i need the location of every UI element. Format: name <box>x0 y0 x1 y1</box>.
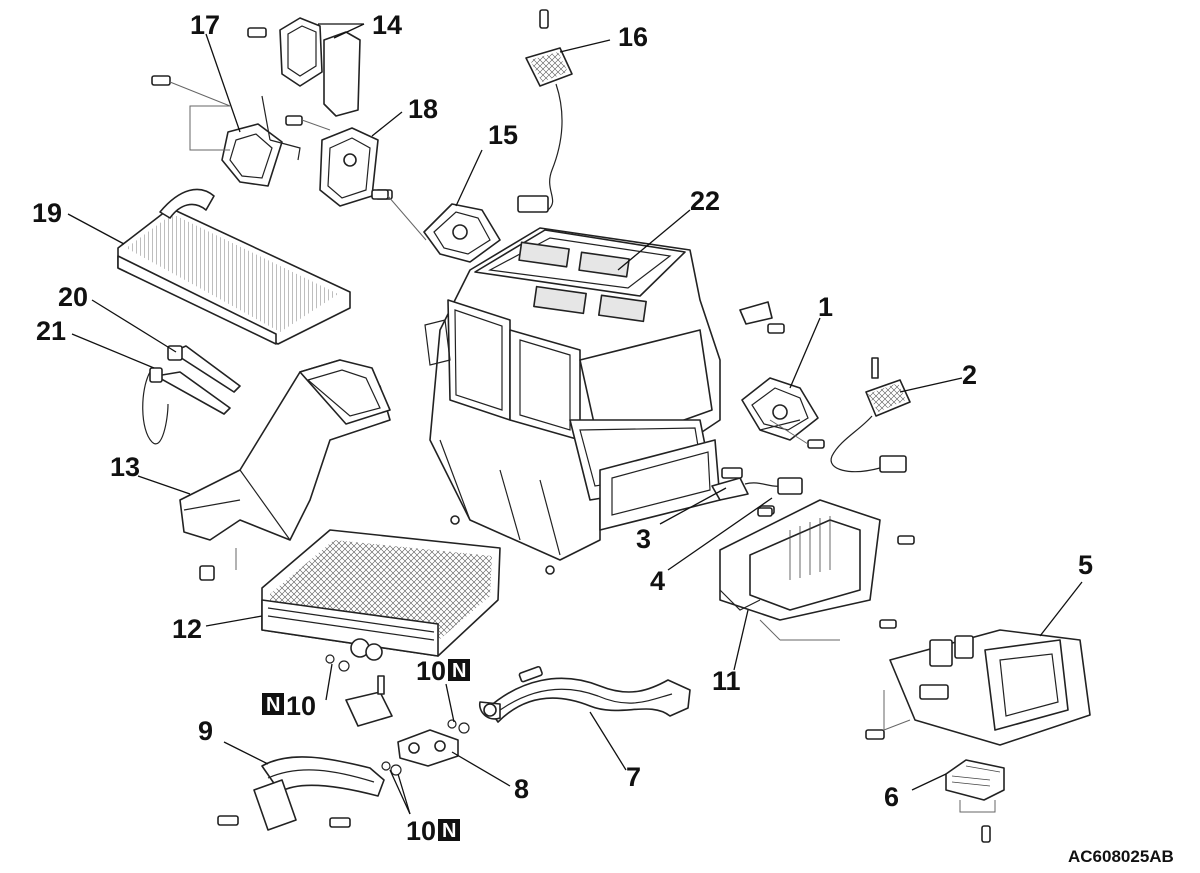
badge-letter: N <box>442 820 456 842</box>
part-3-bracket <box>711 467 749 501</box>
part-1-actuator <box>741 377 819 441</box>
callout-12: 12 <box>172 614 202 644</box>
part-7-suction-pipe <box>478 665 691 723</box>
part-8-expansion-valve <box>397 729 459 767</box>
callout-10-with-badge-c: 10 N <box>406 816 460 846</box>
small-bracket <box>739 301 785 334</box>
callout-13: 13 <box>110 452 140 482</box>
callout-14: 14 <box>372 10 402 40</box>
hvac-housing-unit <box>424 227 721 575</box>
part-2-sensor <box>830 357 911 473</box>
pipe-clamp <box>345 675 393 727</box>
callout-1: 1 <box>818 292 833 322</box>
part-13-air-duct <box>179 359 391 581</box>
part-9-liquid-pipe <box>217 756 385 831</box>
callout-5: 5 <box>1078 550 1093 580</box>
part-5-intake-case <box>865 629 1091 746</box>
screw-part-1 <box>769 419 825 449</box>
badge-letter: N <box>452 660 466 682</box>
part-6-resistor <box>945 759 1005 843</box>
callout-10: 10 <box>286 691 316 721</box>
callout-22: 22 <box>690 186 720 216</box>
new-part-badge <box>438 819 460 841</box>
callout-2: 2 <box>962 360 977 390</box>
part-14-actuator-bracket <box>247 17 361 117</box>
callout-21: 21 <box>36 316 66 346</box>
part-19-evaporator <box>117 188 351 345</box>
part-17-mode-actuator <box>151 75 301 187</box>
o-rings-10 <box>325 654 470 776</box>
part-18-air-mix-actuator <box>285 115 393 207</box>
callout-10-with-badge-b: 10 N <box>416 656 470 686</box>
callout-labels: 1 2 3 4 5 6 7 8 9 11 12 13 14 15 16 17 1… <box>32 10 1174 866</box>
diagram-reference-code: AC608025AB <box>1068 847 1174 866</box>
callout-18: 18 <box>408 94 438 124</box>
callout-19: 19 <box>32 198 62 228</box>
callout-4: 4 <box>650 566 665 596</box>
callout-8: 8 <box>514 774 529 804</box>
badge-letter: N <box>266 694 280 716</box>
callout-15: 15 <box>488 120 518 150</box>
callout-17: 17 <box>190 10 220 40</box>
callout-20: 20 <box>58 282 88 312</box>
callout-10: 10 <box>406 816 436 846</box>
new-part-badge <box>262 693 284 715</box>
leader-lines <box>67 23 1083 815</box>
part-12-heater-core <box>261 529 501 661</box>
callout-10: 10 <box>416 656 446 686</box>
callout-16: 16 <box>618 22 648 52</box>
part-16-sensor <box>517 9 573 213</box>
part-15-actuator <box>371 189 501 263</box>
callout-9: 9 <box>198 716 213 746</box>
callout-7: 7 <box>626 762 641 792</box>
callout-3: 3 <box>636 524 651 554</box>
callout-6: 6 <box>884 782 899 812</box>
part-4-connector <box>744 477 803 515</box>
part-21-sensor-harness <box>142 367 231 445</box>
part-11-blower-case <box>719 499 915 641</box>
callout-11: 11 <box>712 666 741 696</box>
new-part-badge <box>448 659 470 681</box>
callout-10-with-badge-a: N 10 <box>262 691 316 721</box>
